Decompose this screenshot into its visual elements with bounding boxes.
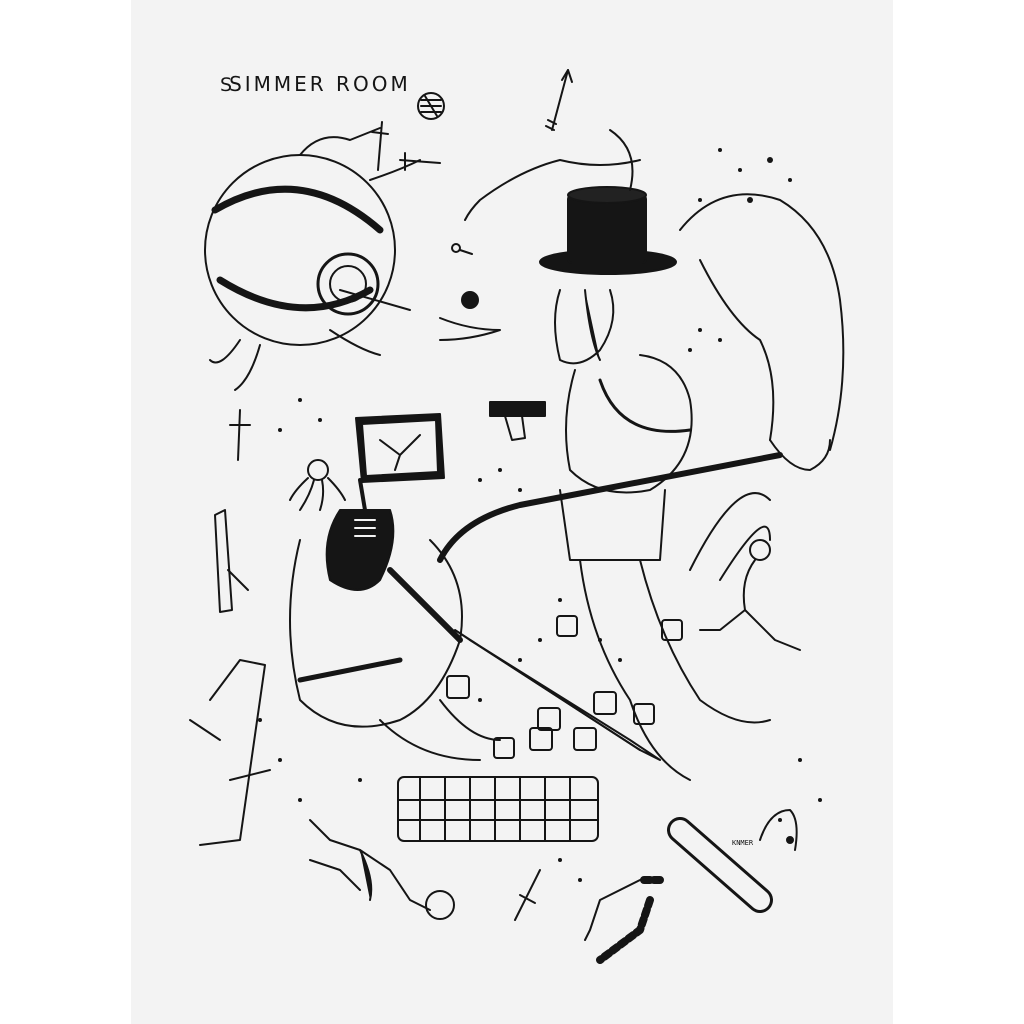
poster-title: SSIMMER ROOM [220,72,411,96]
title-text: SIMMER ROOM [229,72,411,96]
small-octopus [289,459,346,511]
archer-figure [689,492,801,651]
harness-ball-creature [204,127,421,391]
wooden-bat [437,452,783,563]
bazooka-figure [584,809,798,964]
top-hat-man [464,129,771,781]
broadsword [387,567,661,761]
hairy-arm-creature [679,193,845,471]
box-label: KNMER [732,839,754,847]
dagger-icon [371,121,441,171]
scattered-cubes [446,615,683,759]
pistol-icon [489,401,546,441]
broken-tile [355,413,445,483]
armored-knight [289,478,501,761]
arrow-icon [545,69,573,131]
wooden-log [189,509,271,846]
title-first-letter: S [220,74,236,96]
stacked-blocks [397,776,599,842]
debris-specks [258,148,822,882]
circle-stamp-icon [417,92,445,120]
key-icon [451,243,473,255]
dagger-icon [229,409,251,461]
dagger-icon [514,869,541,921]
flying-bird [439,291,501,341]
arrow-icon [339,289,411,311]
poster-paper [131,0,893,1024]
muscular-runner [309,819,455,920]
